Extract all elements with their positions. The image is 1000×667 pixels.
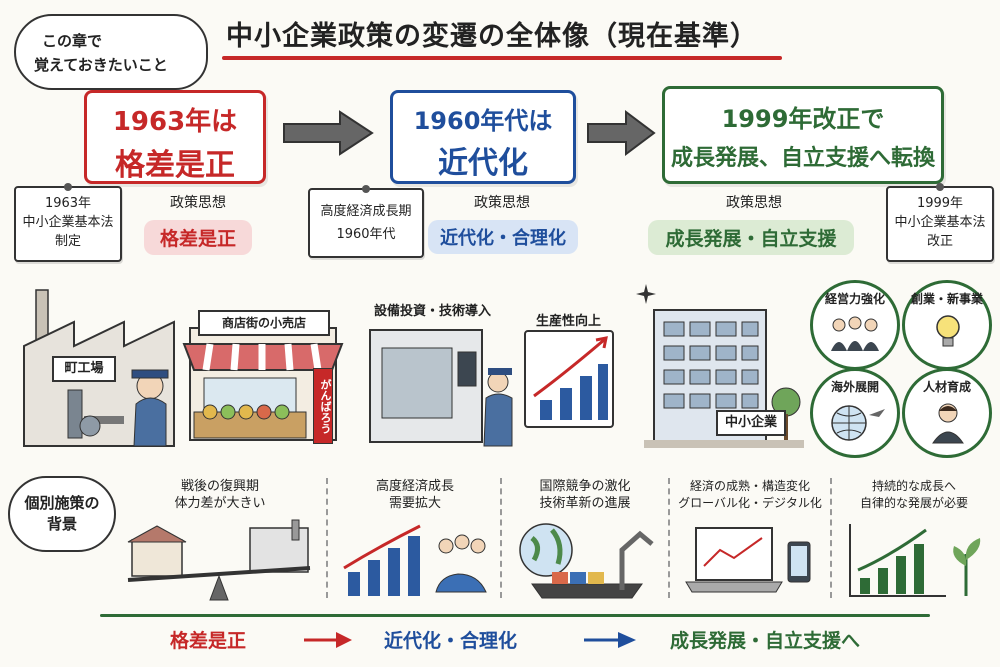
circle-label: 創業・新事業 [910,292,983,306]
globe-ship-icon [519,523,654,599]
note-line: 中小企業基本法 [894,215,986,230]
arrow-right-icon [304,632,352,648]
background-line: 体力差が大きい [174,496,266,511]
background-item-postwar: 戦後の復興期 体力差が大きい [130,478,310,512]
background-item-highgrowth: 高度経済成長 需要拡大 [340,478,490,512]
chapter-memo-bubble: この章で 覚えておきたいこと [14,14,208,90]
team-meeting-icon [831,316,879,351]
note-1960s-period: 高度経済成長期 1960年代 [308,185,424,258]
background-item-maturity: 経済の成熟・構造変化 グローバル化・デジタル化 [672,478,828,512]
phase-box-1960s: 1960年代は 近代化 [390,90,576,184]
background-item-sustainable: 持続的な成長へ 自律的な発展が必要 [836,478,992,512]
factory-illustration [23,289,175,447]
globe-airplane-icon [831,405,885,441]
flow-item-1: 格差是正 [170,630,247,652]
phase-1960s-line2: 近代化 [438,146,528,181]
phase-1999-line2: 成長発展、自立支援へ転換 [670,146,935,171]
divider [668,478,670,598]
page-title: 中小企業政策の変遷の全体像（現在基準） [226,21,758,52]
laptop-phone-icon [685,527,811,593]
pin-icon [64,183,72,191]
background-line: グローバル化・デジタル化 [678,496,822,510]
background-line: 持続的な成長へ [871,479,956,493]
thought-value-1963: 格差是正 [144,220,252,255]
lightbulb-icon [936,315,960,347]
phase-1960s-line1: 1960年代は [413,107,553,135]
sparkle-icon [636,284,656,304]
background-line: 自律的な発展が必要 [859,496,968,510]
thought-value-1999: 成長発展・自立支援 [648,220,854,255]
background-line: 高度経済成長 [375,479,454,494]
note-line: 制定 [54,234,81,249]
background-item-competition: 国際競争の激化 技術革新の進展 [510,478,660,512]
note-1999-revision: 1999年 中小企業基本法 改正 [886,183,994,262]
factory-sign: 町工場 [52,356,116,382]
thought-label: 政策思想 [170,195,226,211]
background-line: 戦後の復興期 [180,479,259,494]
seesaw-icon [127,519,311,601]
demand-growth-icon [343,524,487,596]
productivity-label: 生産性向上 [536,314,602,329]
note-line: 1999年 [916,196,964,211]
thought-value-1960s: 近代化・合理化 [428,220,578,254]
plant-growth-icon [849,524,981,597]
flow-item-2: 近代化・合理化 [384,630,518,652]
phase-1999-line1: 1999年改正で [721,105,885,133]
person-icon [932,403,964,444]
background-label-line1: 個別施策の [24,494,100,512]
growth-chart-icon [524,330,614,428]
memo-line2: 覚えておきたいこと [34,56,168,74]
thought-label: 政策思想 [726,195,782,211]
circle-management: 経営力強化 [810,280,900,370]
circle-label: 人材育成 [922,380,971,394]
pin-icon [936,183,944,191]
background-line: 需要拡大 [388,496,441,511]
arrow-right-icon [283,110,374,156]
note-line: 1963年 [44,196,92,211]
shop-illustration [182,327,344,441]
note-line: 高度経済成長期 [320,204,412,219]
circle-label: 経営力強化 [824,292,885,306]
building-sign: 中小企業 [716,410,786,436]
arrow-right-icon [587,110,656,156]
flow-item-3: 成長発展・自立支援へ [670,630,861,652]
pin-icon [362,185,370,193]
title-underline [222,56,782,60]
phase-box-1963: 1963年は 格差是正 [84,90,266,184]
background-line: 国際競争の激化 [539,479,631,494]
arrow-right-icon [584,632,636,648]
divider [500,478,502,598]
note-line: 1960年代 [336,227,396,242]
phase-box-1999: 1999年改正で 成長発展、自立支援へ転換 [662,86,944,184]
phase-1963-line1: 1963年は [112,107,238,137]
background-line: 技術革新の進展 [539,496,631,511]
shop-banner: がんばろう [313,368,333,444]
note-1963-enactment: 1963年 中小企業基本法 制定 [14,183,122,262]
divider [830,478,832,598]
shop-sign: 商店街の小売店 [198,310,330,336]
flow-divider-line [100,614,930,617]
machine-tool-illustration [369,329,513,447]
phase-1963-line2: 格差是正 [115,148,235,183]
thought-label: 政策思想 [474,195,530,211]
memo-line1: この章で [42,32,103,50]
note-line: 中小企業基本法 [22,215,114,230]
circle-hr: 人材育成 [902,368,992,458]
background-section-label: 個別施策の 背景 [8,476,116,552]
background-line: 経済の成熟・構造変化 [689,479,810,493]
background-label-line2: 背景 [46,515,77,533]
circle-overseas: 海外展開 [810,368,900,458]
note-line: 改正 [926,234,953,249]
divider [326,478,328,598]
equipment-label: 設備投資・技術導入 [374,304,492,319]
circle-startup: 創業・新事業 [902,280,992,370]
circle-label: 海外展開 [830,380,879,394]
